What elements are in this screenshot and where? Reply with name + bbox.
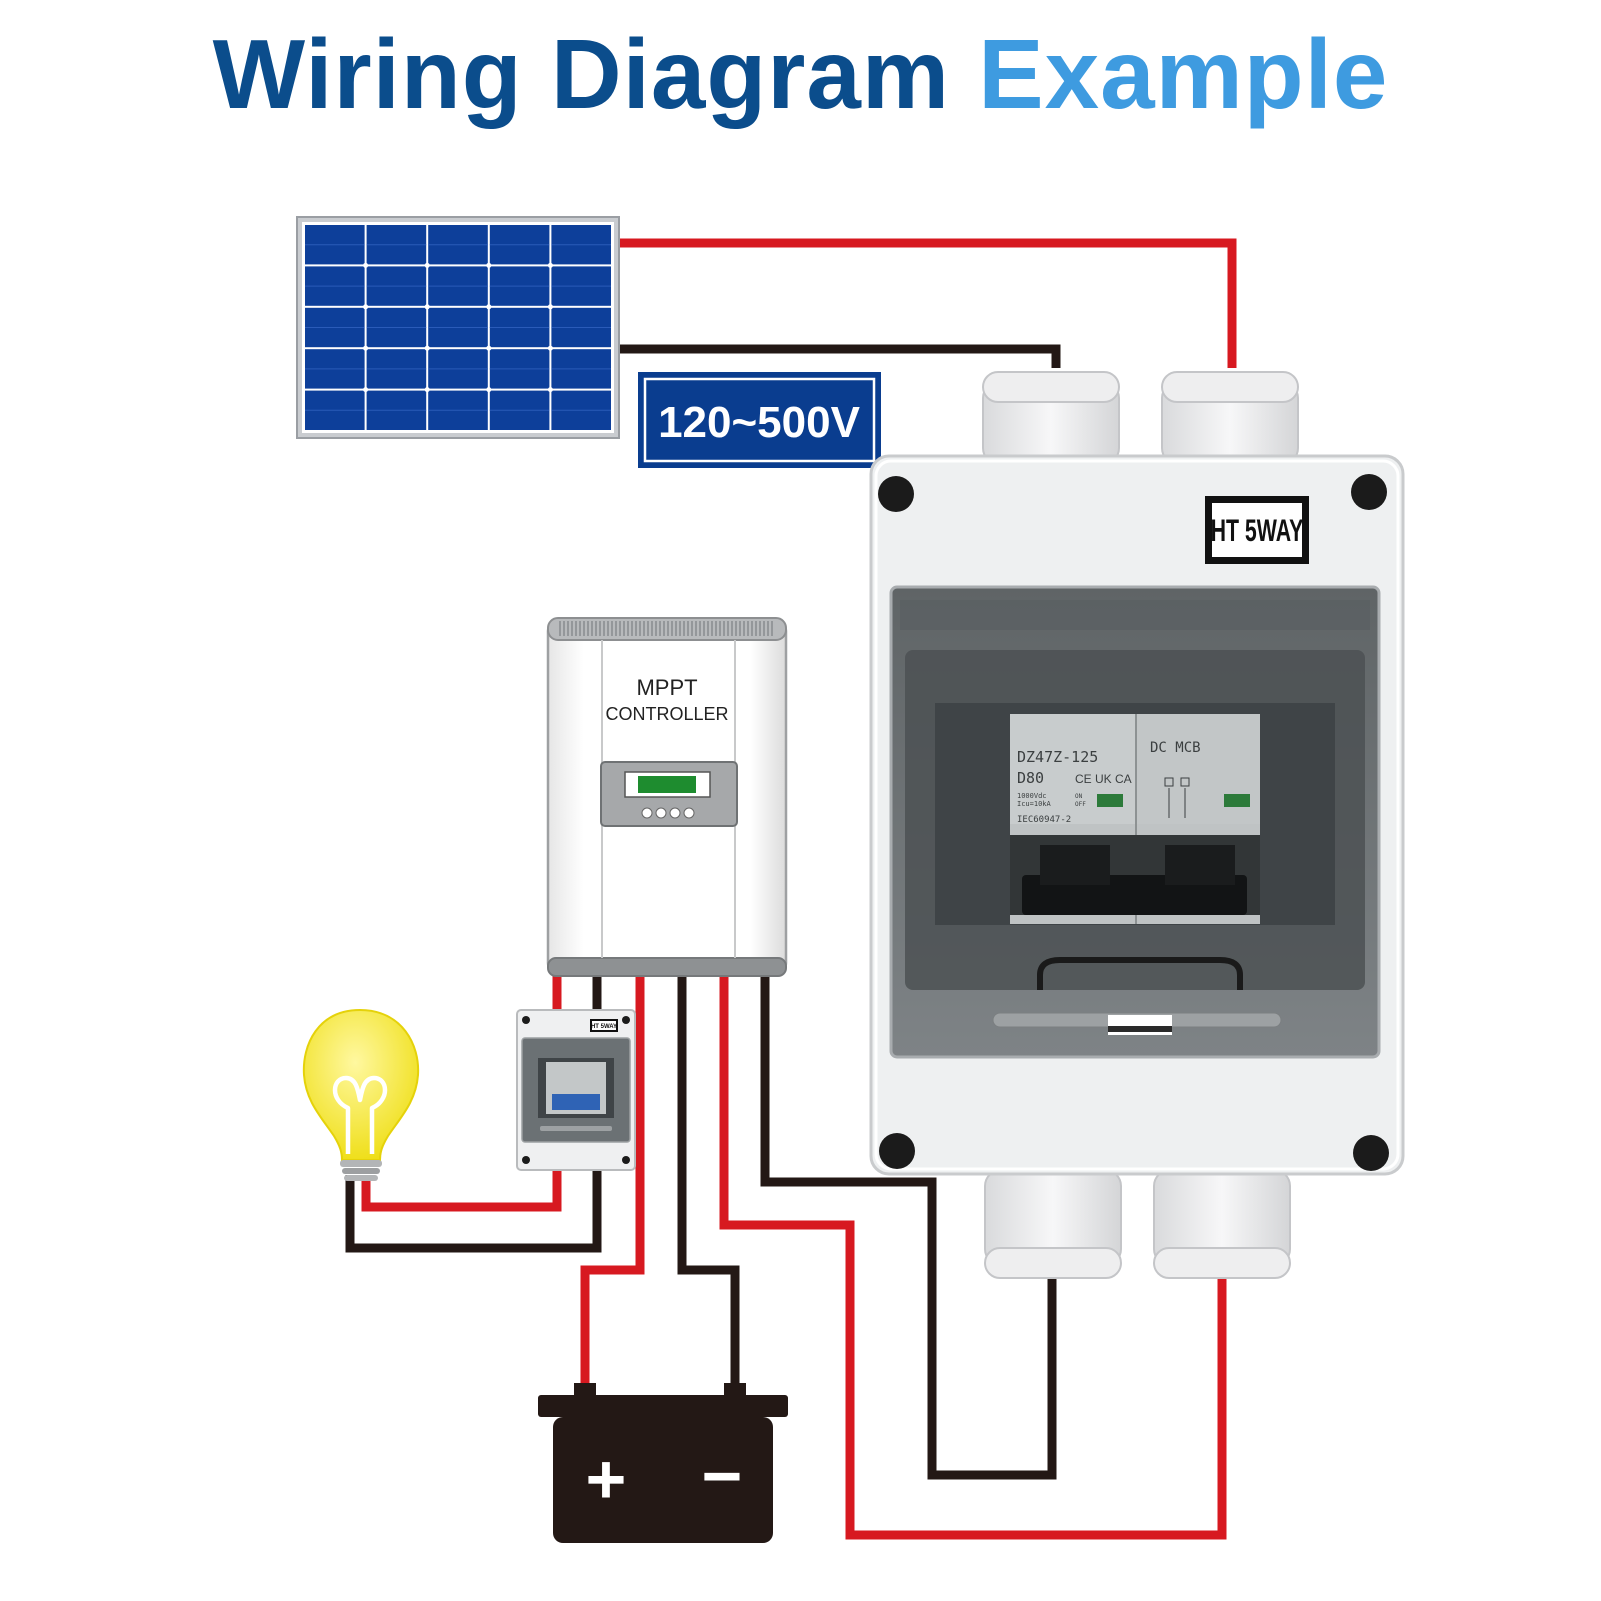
solar-panel-icon [296, 216, 620, 439]
breaker-on: ON [1075, 793, 1083, 800]
controller-label-line2: CONTROLLER [605, 704, 728, 724]
breaker-type: DC MCB [1150, 740, 1201, 756]
title-part-2: Example [978, 19, 1389, 129]
voltage-badge: 120~500V [638, 372, 881, 468]
controller-button [641, 807, 653, 819]
screw-icon [879, 1133, 915, 1169]
breaker-rating: D80 [1017, 769, 1044, 787]
breaker-off: OFF [1075, 801, 1086, 808]
wire-battery-positive [580, 965, 645, 1388]
wire-pv-in-positive [719, 965, 1227, 1540]
battery-minus: − [702, 1437, 743, 1515]
small-box-label: HT 5WAY [591, 1024, 617, 1030]
cover-handle [1037, 957, 1243, 990]
wire-panel-positive [602, 238, 1237, 368]
combiner-box-icon: HT 5WAY DZ47Z-125 D80 CE UK CA 1000Vdc I… [869, 371, 1405, 1279]
wire-panel-negative [602, 344, 1061, 368]
brand-label-text: HT 5WAY [1211, 513, 1304, 548]
wire-bulb-negative [345, 1165, 602, 1253]
breaker-indicator-left [1097, 794, 1123, 807]
small-breaker-box-icon: HT 5WAY [516, 1009, 636, 1171]
controller-label-line1: MPPT [636, 675, 697, 700]
controller-button [683, 807, 695, 819]
mppt-controller-icon: MPPT CONTROLLER [546, 617, 788, 977]
screw-icon [1351, 474, 1387, 510]
wire-pv-in-negative [760, 965, 1057, 1480]
breaker-indicator-right [1224, 794, 1250, 807]
page-title: Wiring Diagram Example [0, 18, 1601, 131]
controller-button [669, 807, 681, 819]
title-part-1: Wiring Diagram [212, 19, 950, 129]
voltage-label: 120~500V [658, 398, 861, 447]
wires [345, 238, 1237, 1540]
breaker-model: DZ47Z-125 [1017, 748, 1098, 766]
bulb-base [340, 1160, 382, 1167]
breaker-standard: IEC60947-2 [1017, 815, 1071, 825]
battery-icon: + − [538, 1383, 788, 1543]
cable-gland-bottom-right [1153, 1169, 1291, 1279]
cable-gland-top-right [1161, 371, 1299, 465]
breaker-ce-mark: CE UK CA [1075, 772, 1132, 786]
controller-lcd [638, 776, 696, 793]
cable-gland-top-left [982, 371, 1120, 465]
cable-gland-bottom-left [984, 1169, 1122, 1279]
dc-mcb-breaker: DZ47Z-125 D80 CE UK CA 1000Vdc Icu=10kA … [1010, 714, 1260, 924]
screw-icon [878, 476, 914, 512]
controller-button [655, 807, 667, 819]
breaker-spec-2: Icu=10kA [1017, 800, 1052, 808]
wire-bulb-positive [361, 1165, 562, 1212]
wire-battery-negative [677, 965, 740, 1388]
screw-icon [1353, 1135, 1389, 1171]
brand-label: HT 5WAY [1205, 496, 1309, 564]
breaker-spec-1: 1000Vdc [1017, 792, 1047, 800]
battery-plus: + [586, 1440, 627, 1518]
light-bulb-icon [302, 1008, 420, 1181]
